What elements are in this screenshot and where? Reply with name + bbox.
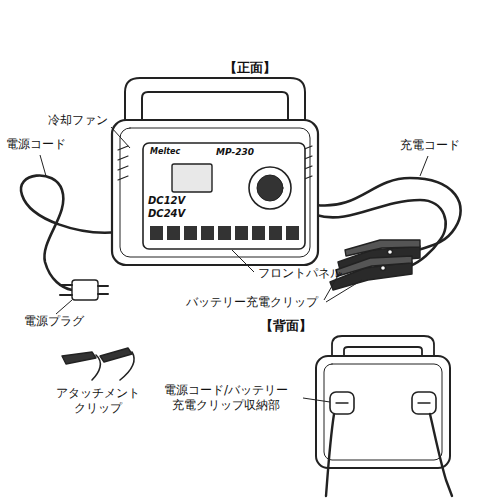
attachment-clips [62,348,134,380]
part-name: アタッチメント クリップ [52,386,143,416]
power-plug [72,280,98,300]
brand-logo: Meltec [150,147,180,157]
voltage-mark: DC12V [148,195,185,208]
view-heading: 【正面】 [224,60,276,76]
view-heading: 【背面】 [260,318,312,334]
part-name: 充電コード [400,138,460,153]
part-name: フロントパネル [258,266,342,281]
part-name: 電源プラグ [24,314,84,329]
part-name: 電源コード [6,137,66,152]
model-number: MP-230 [216,147,254,158]
part-name: バッテリー充電クリップ [186,295,318,310]
voltage-mark: DC24V [148,208,185,221]
charger-back-view [316,336,452,496]
part-name: 電源コード/バッテリー 充電クリップ収納部 [156,383,295,413]
part-name: 冷却ファン [48,113,108,128]
battery-clips [330,240,420,290]
power-cord [21,175,118,290]
charger-body [112,78,318,265]
charge-cord [316,178,461,250]
leader-lines [40,127,428,402]
